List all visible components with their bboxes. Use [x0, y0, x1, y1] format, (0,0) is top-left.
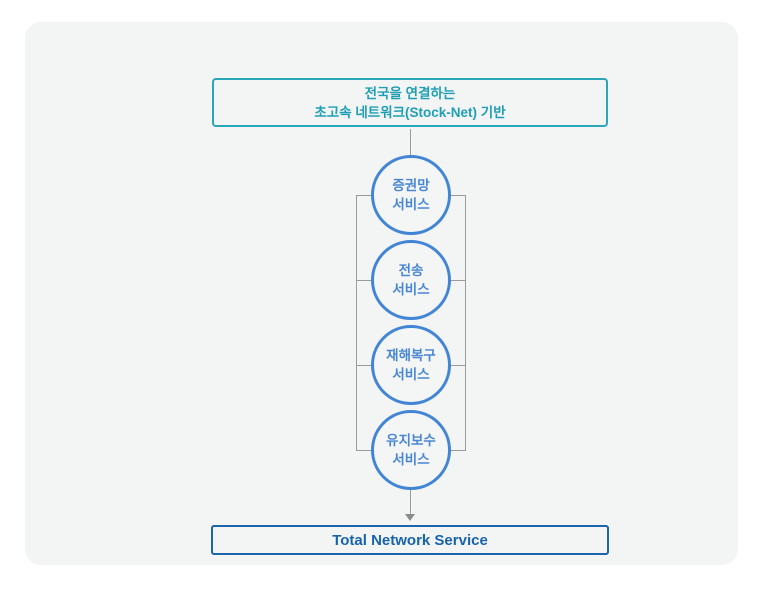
total-network-service-label: Total Network Service: [332, 531, 488, 549]
service-label: 전송 서비스: [392, 263, 430, 297]
total-network-service-box: Total Network Service: [211, 525, 609, 555]
network-base-line2: 초고속 네트워크(Stock-Net) 기반: [314, 104, 506, 120]
service-label: 유지보수 서비스: [386, 433, 436, 467]
network-base-box: 전국을 연결하는 초고속 네트워크(Stock-Net) 기반: [212, 78, 608, 127]
service-circle-transmission: 전송 서비스: [371, 240, 451, 320]
bracket-left-line: [356, 195, 357, 451]
service-circle-maintenance: 유지보수 서비스: [371, 410, 451, 490]
bracket-right-line: [465, 195, 466, 451]
network-base-line1: 전국을 연결하는: [364, 85, 456, 101]
service-circle-disaster-recovery: 재해복구 서비스: [371, 325, 451, 405]
diagram-panel: 전국을 연결하는 초고속 네트워크(Stock-Net) 기반 증권망 서비스 …: [25, 22, 738, 565]
arrow-down-icon: [405, 514, 415, 521]
service-circle-securities-network: 증권망 서비스: [371, 155, 451, 235]
service-label: 재해복구 서비스: [386, 348, 436, 382]
connector-bottom-line: [410, 490, 411, 514]
service-label: 증권망 서비스: [392, 178, 430, 212]
connector-top-line: [410, 129, 411, 155]
